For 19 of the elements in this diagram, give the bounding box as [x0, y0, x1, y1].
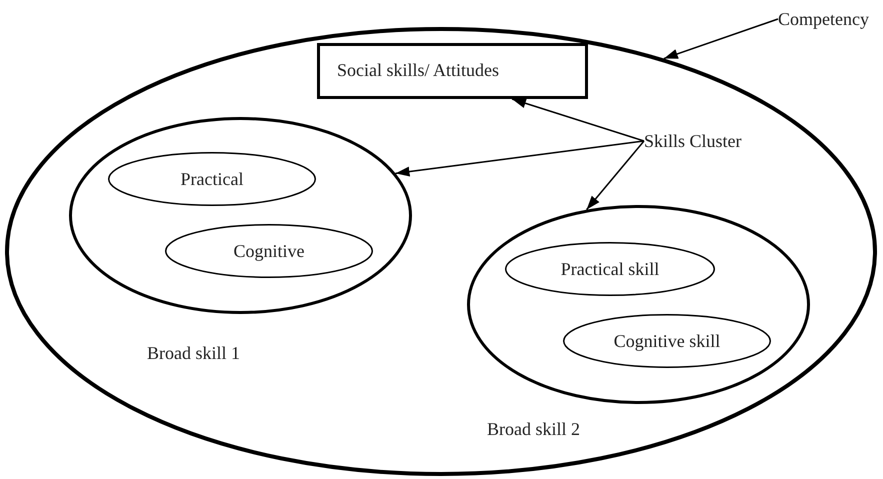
competency-label: Competency	[778, 9, 869, 29]
skill-ellipse	[505, 242, 715, 296]
arrow	[395, 140, 644, 177]
skill-label: Practical skill	[560, 259, 660, 279]
group-label: Broad skill 2	[487, 419, 580, 439]
social-skills-box	[317, 43, 588, 99]
skill-ellipse	[165, 224, 373, 278]
skills-cluster-label: Skills Cluster	[644, 131, 742, 151]
arrow	[664, 18, 778, 60]
skill-label: Cognitive skill	[612, 331, 722, 351]
box-label: Social skills/ Attitudes	[337, 60, 500, 80]
skill-label: Cognitive	[232, 241, 306, 261]
arrow	[586, 140, 645, 210]
skill-ellipse	[108, 152, 316, 206]
skill-ellipse	[563, 314, 771, 368]
skill-label: Practical	[180, 169, 244, 189]
group-label: Broad skill 1	[147, 343, 240, 363]
competency-ellipse	[5, 27, 877, 476]
arrow	[512, 98, 644, 142]
